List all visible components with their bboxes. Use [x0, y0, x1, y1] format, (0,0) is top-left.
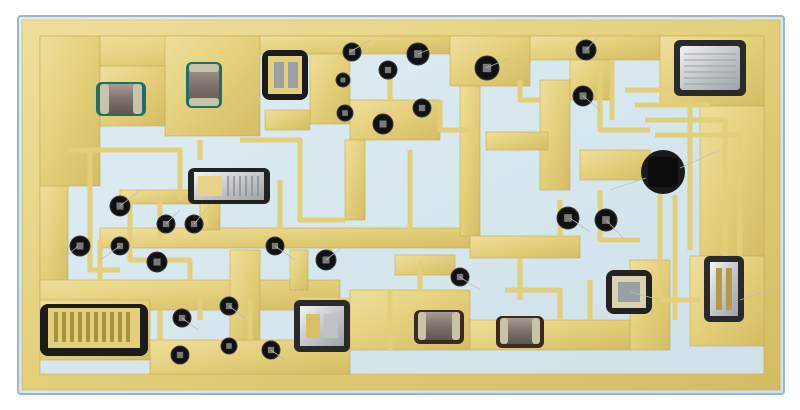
chip-die-pad [384, 66, 392, 74]
chip-capacitor [496, 316, 544, 348]
gold-traces [68, 60, 743, 350]
small-chips [69, 39, 618, 365]
chip-die-pad [418, 104, 426, 112]
chip-capacitor [414, 310, 464, 344]
chip-capacitor [186, 62, 222, 108]
resistor-network-die [188, 168, 270, 204]
metal-die-right [704, 256, 744, 322]
square-ic-die [606, 270, 652, 314]
metal-die-top-right [674, 40, 746, 96]
bond-wires [59, 34, 771, 361]
chip-capacitor [96, 82, 146, 116]
black-ic-die [641, 150, 685, 194]
chip-die-pad [379, 120, 387, 128]
chip-die-pad [340, 77, 346, 83]
interdigital-die [40, 304, 148, 356]
chip-die-pad [226, 343, 232, 349]
chip-die-pad [76, 242, 84, 250]
gold-metallization [21, 19, 781, 391]
transistor-die-top [262, 50, 308, 100]
chip-die-pad [564, 214, 572, 222]
chip-die-pad [348, 48, 356, 56]
metal-die-bottom-center [294, 300, 350, 352]
chip-die-pad [153, 258, 161, 266]
chip-die-pad [176, 351, 184, 359]
chip-die-pad [342, 110, 348, 116]
